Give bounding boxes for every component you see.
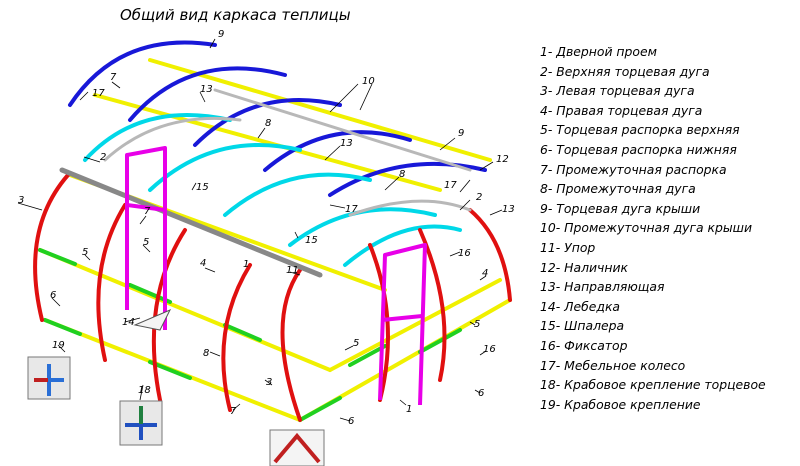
callout-13: 13 <box>340 138 353 149</box>
legend-item: 19- Крабовое крепление <box>540 396 701 412</box>
crab-clamp-thumb-1 <box>27 356 71 400</box>
callout-5: 5 <box>353 338 359 349</box>
callout-10: 10 <box>362 76 375 87</box>
legend-item: 14- Лебедка <box>540 298 621 314</box>
door-frames <box>125 146 427 406</box>
spacer-ridge-mid <box>93 93 442 192</box>
callout-13: 13 <box>200 84 213 95</box>
callout-16: 16 <box>483 344 496 355</box>
callout-17: 17 <box>92 88 105 99</box>
corner-joint-thumb <box>269 429 325 466</box>
legend-item: 3- Левая торцевая дуга <box>540 83 695 99</box>
callout-16: 16 <box>458 248 471 259</box>
intermediate-arch-c <box>221 263 252 412</box>
intermediate-arch-b <box>151 228 187 402</box>
callout-6: 6 <box>50 290 56 301</box>
spacer-ridge-back <box>148 58 492 162</box>
callout-7: 7 <box>144 206 151 217</box>
front-door-mid <box>381 314 423 322</box>
greenhouse-frame-diagram: 9 7 10 17 13 8 9 12 13 2 15 17 8 17 2 3 … <box>17 29 515 466</box>
legend-item: 4- Правая торцевая дуга <box>540 102 703 118</box>
diagram-title: Общий вид каркаса теплицы <box>120 6 351 24</box>
callout-7: 7 <box>230 406 237 417</box>
intermediate-arch-a <box>96 203 127 362</box>
legend-item: 2- Верхняя торцевая дуга <box>540 63 710 79</box>
callout-8: 8 <box>203 348 209 359</box>
leader-lines <box>17 38 503 422</box>
callout-7: 7 <box>110 72 117 83</box>
callouts: 9 7 10 17 13 8 9 12 13 2 15 17 8 17 2 3 … <box>18 29 515 427</box>
legend-item: 9- Торцевая дуга крыши <box>540 200 701 216</box>
callout-19: 19 <box>52 340 65 351</box>
roof-arch-2 <box>128 66 287 122</box>
stop-bar <box>59 167 323 278</box>
callout-9: 9 <box>458 128 464 139</box>
front-door-frame <box>378 243 427 406</box>
legend-item: 8- Промежуточная дуга <box>540 181 696 197</box>
crab-clamp-thumb-2 <box>119 400 163 446</box>
callout-8: 8 <box>265 118 271 129</box>
back-door-top <box>126 203 166 212</box>
legend-item: 1- Дверной проем <box>540 44 657 59</box>
legend-list: 1- Дверной проем 2- Верхняя торцевая дуг… <box>540 42 798 414</box>
callout-5: 5 <box>143 237 149 248</box>
callout-13: 13 <box>502 204 515 215</box>
legend-item: 15- Шпалера <box>540 318 625 334</box>
right-end-arch <box>468 208 512 302</box>
callout-5: 5 <box>474 319 480 330</box>
callout-18: 18 <box>138 385 151 396</box>
callout-6: 6 <box>348 416 354 427</box>
callout-15: 15 <box>305 235 318 246</box>
callout-11: 11 <box>286 265 299 276</box>
roof-arches <box>68 40 487 197</box>
callout-12: 12 <box>496 154 509 165</box>
callout-17: 17 <box>345 204 358 215</box>
legend-item: 13- Направляющая <box>540 279 665 295</box>
legend-item: 16- Фиксатор <box>540 337 628 353</box>
legend-item: 17- Мебельное колесо <box>540 357 686 373</box>
callout-15: 15 <box>196 182 209 193</box>
callout-4: 4 <box>482 268 488 279</box>
callout-3: 3 <box>18 195 24 206</box>
winch-icon <box>133 309 172 331</box>
legend-item: 12- Наличник <box>540 259 629 275</box>
callout-4: 4 <box>200 258 206 269</box>
roof-arch-5 <box>328 161 487 197</box>
callout-2: 2 <box>100 152 106 163</box>
callout-1: 1 <box>406 404 412 415</box>
guide-rails <box>103 88 472 217</box>
callout-8: 8 <box>399 169 405 180</box>
legend-item: 6- Торцевая распорка нижняя <box>540 141 737 157</box>
callout-2: 2 <box>476 192 482 203</box>
legend-item: 11- Упор <box>540 239 596 255</box>
back-door-frame <box>125 146 167 330</box>
callout-5: 5 <box>82 247 88 258</box>
spacer-right-mid <box>328 278 502 372</box>
roof-arch-4 <box>263 130 412 172</box>
legend-item: 5- Торцевая распорка верхняя <box>540 122 740 138</box>
right-front-arch <box>418 228 447 382</box>
callout-6: 6 <box>478 388 484 399</box>
wall-arches <box>33 173 512 422</box>
roof-arch-1 <box>68 40 217 107</box>
legend-item: 7- Промежуточная распорка <box>540 161 727 177</box>
intermediate-arch-d <box>280 268 302 422</box>
legend-item: 18- Крабовое крепление торцевое <box>540 377 766 393</box>
callout-3: 3 <box>266 377 272 388</box>
legend-item: 10- Промежуточная дуга крыши <box>540 220 753 236</box>
callout-1: 1 <box>243 259 249 270</box>
callout-9: 9 <box>218 29 224 40</box>
left-end-arch <box>33 173 70 322</box>
callout-14: 14 <box>122 317 135 328</box>
callout-17: 17 <box>444 180 457 191</box>
